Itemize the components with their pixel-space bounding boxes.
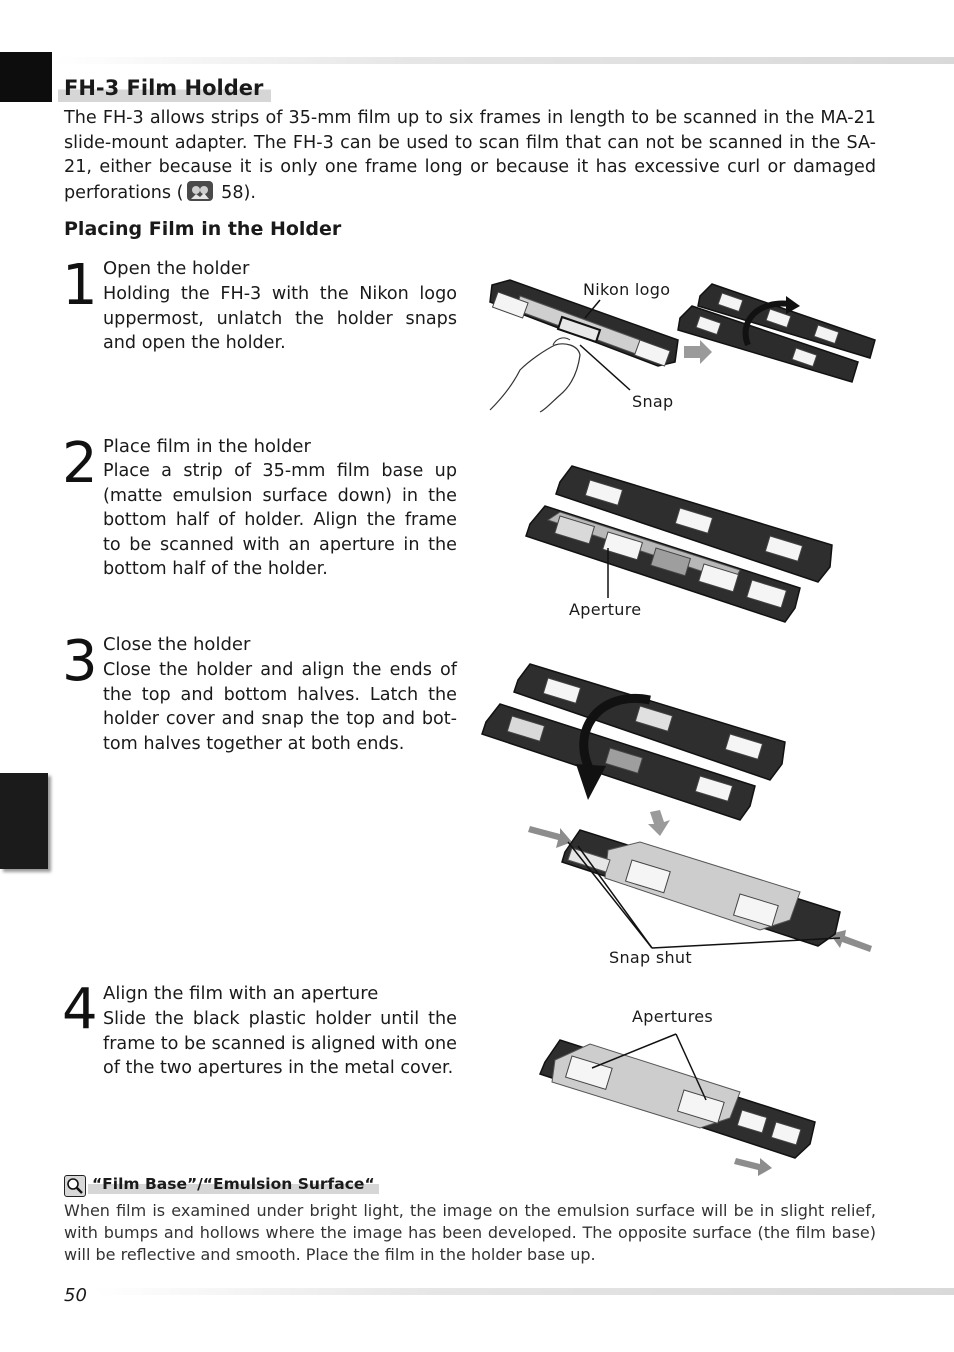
intro-text-before: The FH-3 allows strips of 35-mm film up … — [64, 108, 876, 203]
open-holder-drawing — [677, 283, 876, 383]
page-number: 50 — [64, 1285, 87, 1306]
label-apertures: Apertures — [632, 1007, 714, 1026]
step-3-title: Close the holder — [103, 634, 251, 655]
footer-rule — [92, 1288, 954, 1295]
step-1-body: Holding the FH-3 with the Nikon logo upp… — [103, 284, 457, 353]
label-aperture: Aperture — [569, 600, 642, 619]
tip-title: “Film Base”/“Emulsion Surface“ — [88, 1174, 379, 1194]
step-3-number: 3 — [62, 629, 98, 694]
chapter-side-tab — [0, 773, 48, 869]
subheading: Placing Film in the Holder — [64, 218, 342, 240]
closed-holder-drawing-2 — [561, 829, 841, 947]
intro-paragraph: The FH-3 allows strips of 35-mm film up … — [64, 106, 876, 205]
step-4-title: Align the film with an aperture — [103, 983, 379, 1004]
closing-holder-drawing — [481, 663, 786, 821]
label-snap-shut: Snap shut — [609, 948, 692, 967]
holder-top-half — [555, 465, 833, 583]
chapter-tab-top — [0, 52, 52, 102]
step-2-body: Place a strip of 35-mm film base up (mat… — [103, 461, 457, 579]
intro-text-after: 58). — [215, 182, 256, 203]
step-1-number: 1 — [62, 253, 98, 318]
tip-body: When film is examined under bright light… — [64, 1201, 876, 1264]
section-title: FH-3 Film Holder — [58, 74, 272, 102]
step-4-body: Slide the black plastic holder until the… — [103, 1009, 457, 1078]
step-4-number: 4 — [62, 977, 98, 1042]
step-2-number: 2 — [62, 431, 98, 496]
step-1-title: Open the holder — [103, 258, 250, 279]
holder-bottom-half — [525, 505, 801, 623]
step-3-body: Close the holder and align the ends of t… — [103, 660, 457, 754]
magnifier-tip-icon — [64, 1175, 86, 1197]
label-snap: Snap — [632, 392, 674, 411]
label-nikon-logo: Nikon logo — [583, 280, 671, 299]
reference-page-icon — [186, 180, 214, 202]
closed-holder-drawing — [489, 279, 679, 413]
step-2-title: Place film in the holder — [103, 436, 311, 457]
header-rule — [52, 57, 954, 64]
sliding-holder-drawing — [538, 1039, 816, 1159]
